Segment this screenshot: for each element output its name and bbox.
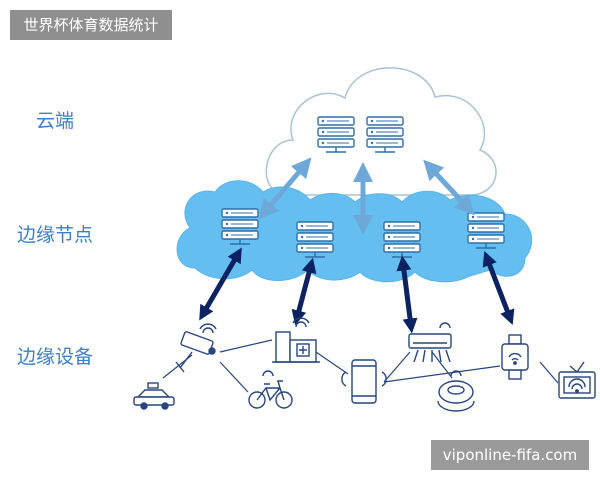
smartphone-icon [341, 359, 387, 404]
layer-label-edge-devices: 边缘设备 [16, 346, 93, 368]
taxi-icon [133, 382, 175, 410]
layer-label-cloud: 云端 [35, 110, 74, 132]
watermark: viponline-fifa.com [431, 440, 589, 470]
device-arrow-4 [482, 250, 515, 326]
smartwatch-icon [501, 334, 529, 380]
device-arrow-3 [396, 255, 418, 334]
air-conditioner-icon [408, 322, 452, 363]
cloud-server-left [318, 117, 354, 152]
layer-label-edge-nodes: 边缘节点 [16, 224, 93, 246]
robot-vacuum-icon [437, 370, 475, 412]
cloud-arrow-1 [258, 157, 312, 220]
edge-server-4 [468, 213, 504, 248]
cloud-server-right [367, 117, 403, 152]
hospital-icon [272, 317, 320, 363]
edge-server-3 [384, 222, 420, 257]
device-arrow-1 [199, 247, 242, 321]
smart-tv-icon [558, 361, 596, 399]
cloud-arrow-3 [423, 159, 475, 216]
bicycle-icon [248, 370, 293, 409]
edge-server-2 [297, 222, 333, 257]
device-arrow-2 [291, 257, 317, 326]
security-camera-icon [175, 323, 217, 373]
page-title: 世界杯体育数据统计 [10, 10, 172, 40]
edge-server-1 [222, 209, 258, 244]
